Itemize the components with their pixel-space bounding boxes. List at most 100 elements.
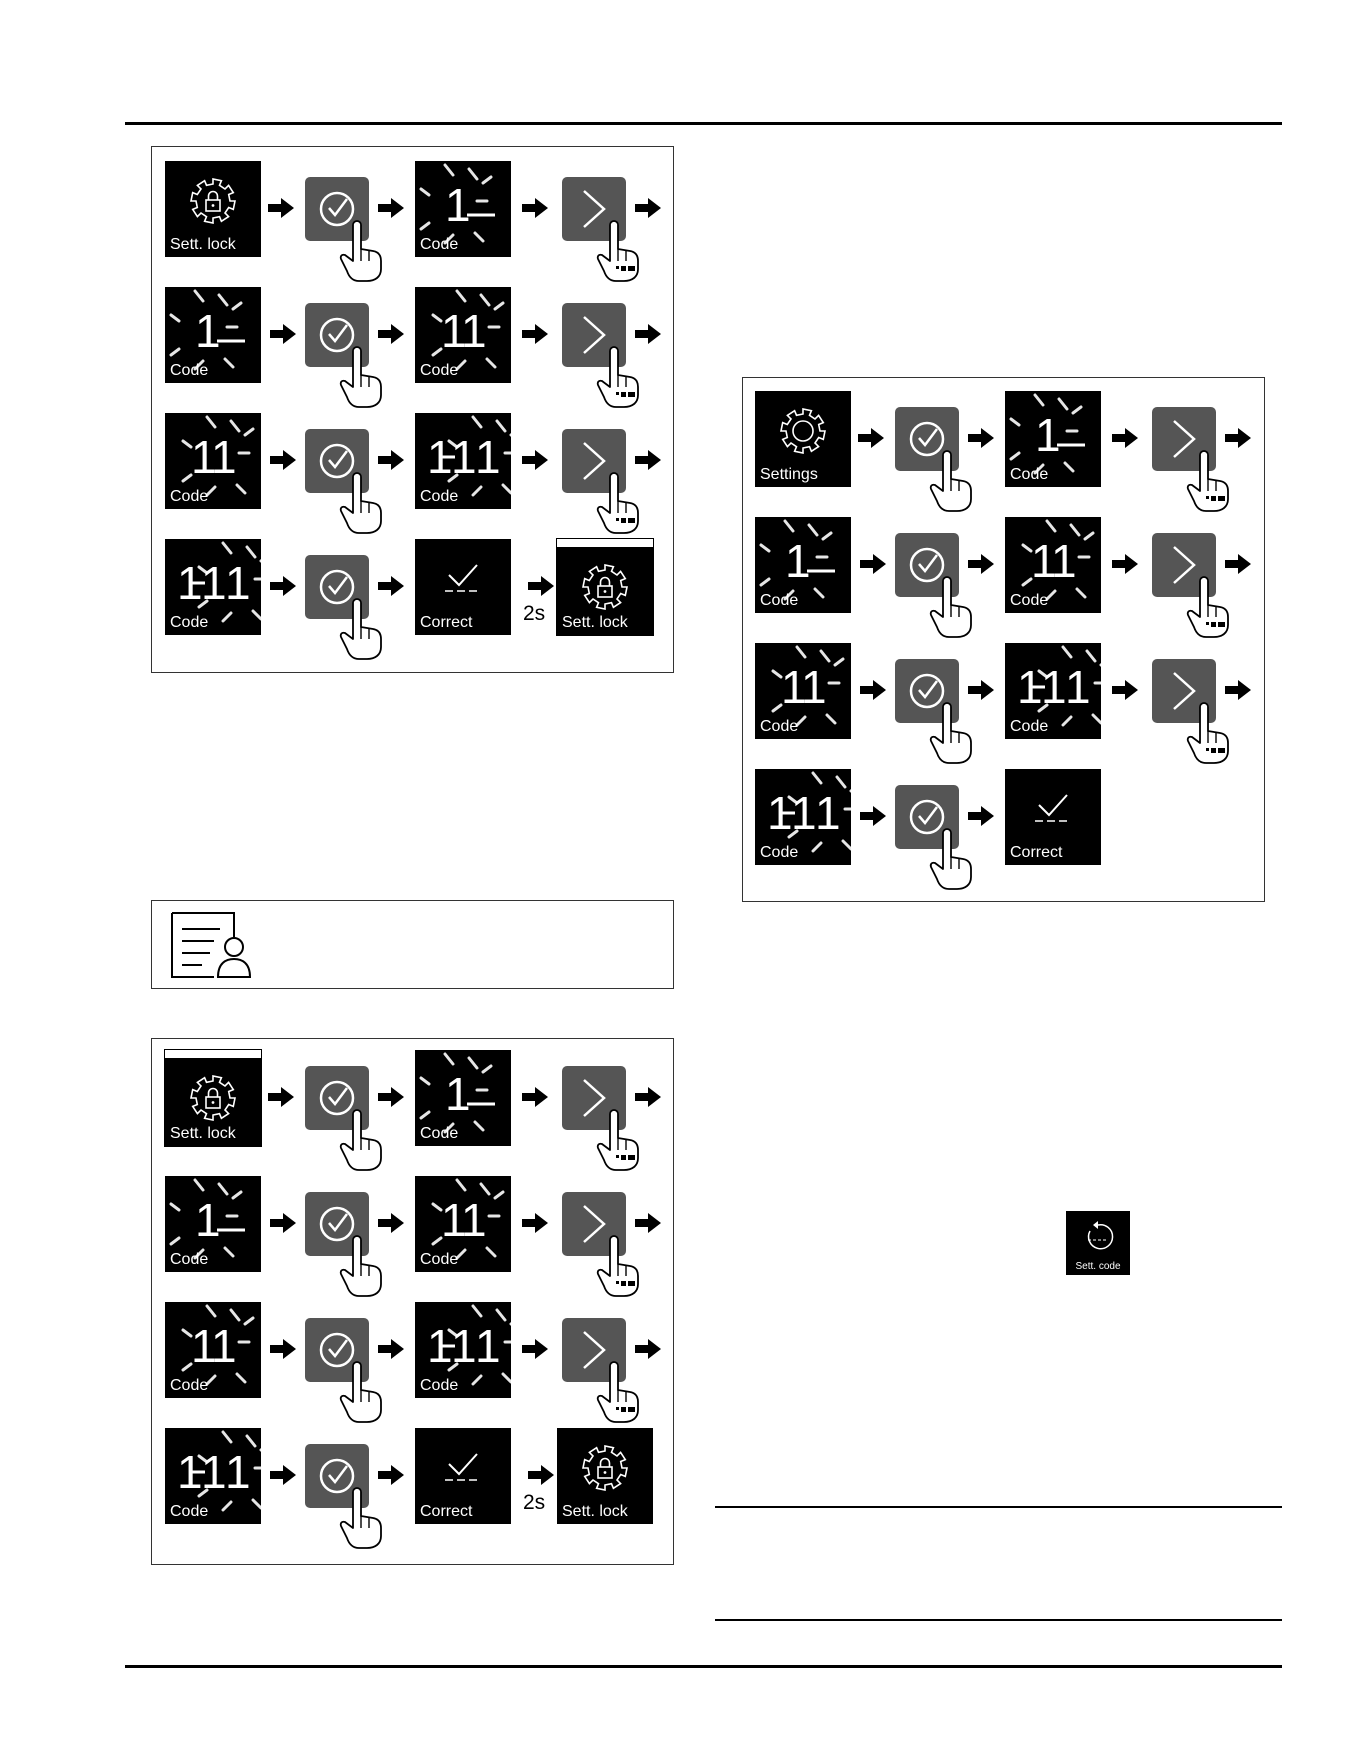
arrow-right-icon — [522, 198, 548, 218]
display-label: Code — [420, 1251, 458, 1269]
code-display: 1 1 1 Code — [165, 539, 261, 635]
header-rule — [125, 122, 1282, 125]
svg-text:1: 1 — [211, 431, 237, 483]
arrow-right-icon — [635, 324, 661, 344]
section-rule-bottom — [715, 1619, 1282, 1621]
arrow-right-icon — [378, 450, 404, 470]
svg-text:1: 1 — [225, 557, 251, 609]
arrow-right-icon — [378, 1087, 404, 1107]
svg-text:1: 1 — [475, 1320, 501, 1372]
tap-hand-icon — [339, 471, 385, 535]
arrow-right-icon — [270, 576, 296, 596]
svg-text:1: 1 — [815, 787, 841, 839]
tap-hand-icon — [339, 1108, 385, 1172]
tap-hand-icon — [1186, 449, 1232, 513]
tap-hand-icon — [339, 345, 385, 409]
arrow-right-icon — [270, 450, 296, 470]
display-label: Code — [170, 1377, 208, 1395]
tap-hand-icon — [929, 827, 975, 891]
arrow-right-icon — [378, 1339, 404, 1359]
display-label: Code — [760, 844, 798, 862]
svg-text:1: 1 — [475, 431, 501, 483]
code-display: 1 Code — [1005, 391, 1101, 487]
svg-text:1: 1 — [801, 661, 827, 713]
svg-text:1: 1 — [195, 305, 221, 357]
arrow-right-icon — [522, 324, 548, 344]
arrow-right-icon — [968, 428, 994, 448]
display-label: Correct — [420, 1503, 472, 1521]
arrow-right-icon — [528, 1465, 554, 1485]
display-label: Code — [420, 488, 458, 506]
display-label: Code — [420, 362, 458, 380]
display-label: Sett. lock — [562, 614, 628, 632]
tap-hand-icon — [339, 1360, 385, 1424]
display-label: Sett. lock — [170, 1125, 236, 1143]
svg-text:1: 1 — [1035, 409, 1061, 461]
arrow-right-icon — [378, 576, 404, 596]
display-label: Code — [420, 236, 458, 254]
arrow-right-icon — [635, 450, 661, 470]
display-label: Code — [420, 1377, 458, 1395]
svg-text:1: 1 — [1051, 535, 1077, 587]
arrow-right-icon — [378, 1213, 404, 1233]
code-display: 1 Code — [165, 1176, 261, 1272]
code-display: 1 1 Code — [415, 287, 511, 383]
arrow-right-icon — [635, 1087, 661, 1107]
display-label: Code — [170, 1251, 208, 1269]
arrow-right-icon — [860, 806, 886, 826]
arrow-right-icon — [635, 1339, 661, 1359]
code-display: 1 Code — [415, 161, 511, 257]
tap-hand-icon — [596, 345, 642, 409]
arrow-right-icon — [1112, 680, 1138, 700]
arrow-right-icon — [528, 576, 554, 596]
display-label: Code — [170, 614, 208, 632]
arrow-right-icon — [522, 1213, 548, 1233]
arrow-right-icon — [270, 1465, 296, 1485]
svg-text:1: 1 — [785, 535, 811, 587]
arrow-right-icon — [635, 198, 661, 218]
tap-hand-icon — [339, 1234, 385, 1298]
display-label: Code — [1010, 466, 1048, 484]
arrow-right-icon — [378, 324, 404, 344]
arrow-right-icon — [378, 1465, 404, 1485]
tap-hand-icon — [929, 449, 975, 513]
settings-lock-display: Sett. lock — [165, 161, 261, 257]
code-display: 1 1 1 Code — [415, 1302, 511, 1398]
display-label: Correct — [420, 614, 472, 632]
svg-text:1: 1 — [445, 179, 471, 231]
arrow-right-icon — [1112, 428, 1138, 448]
svg-text:1: 1 — [461, 1194, 487, 1246]
sett-code-tile: Sett. code — [1066, 1211, 1130, 1275]
tap-hand-icon — [596, 471, 642, 535]
display-label: Settings — [760, 466, 818, 484]
display-label: Sett. lock — [170, 236, 236, 254]
arrow-right-icon — [635, 1213, 661, 1233]
code-display: 1 1 Code — [755, 643, 851, 739]
code-display: 1 1 1 Code — [165, 1428, 261, 1524]
code-display: 1 Code — [755, 517, 851, 613]
settings-display: Settings — [755, 391, 851, 487]
tap-hand-icon — [596, 1234, 642, 1298]
arrow-right-icon — [270, 1213, 296, 1233]
display-label: Code — [1010, 718, 1048, 736]
code-display: 1 1 1 Code — [755, 769, 851, 865]
display-label: Code — [170, 488, 208, 506]
svg-text:1: 1 — [195, 1194, 221, 1246]
arrow-right-icon — [858, 428, 884, 448]
tap-hand-icon — [929, 575, 975, 639]
tap-hand-icon — [596, 1108, 642, 1172]
display-label: Sett. lock — [562, 1503, 628, 1521]
code-display: 1 1 1 Code — [1005, 643, 1101, 739]
svg-text:1: 1 — [1065, 661, 1091, 713]
display-label: Code — [760, 592, 798, 610]
arrow-right-icon — [522, 1339, 548, 1359]
svg-text:1: 1 — [225, 1446, 251, 1498]
code-display: 1 1 Code — [165, 1302, 261, 1398]
display-label: Code — [1010, 592, 1048, 610]
arrow-right-icon — [1112, 554, 1138, 574]
code-display: 1 Code — [165, 287, 261, 383]
display-label: Code — [170, 362, 208, 380]
display-label: Code — [420, 1125, 458, 1143]
arrow-right-icon — [270, 1339, 296, 1359]
code-display: 1 Code — [415, 1050, 511, 1146]
